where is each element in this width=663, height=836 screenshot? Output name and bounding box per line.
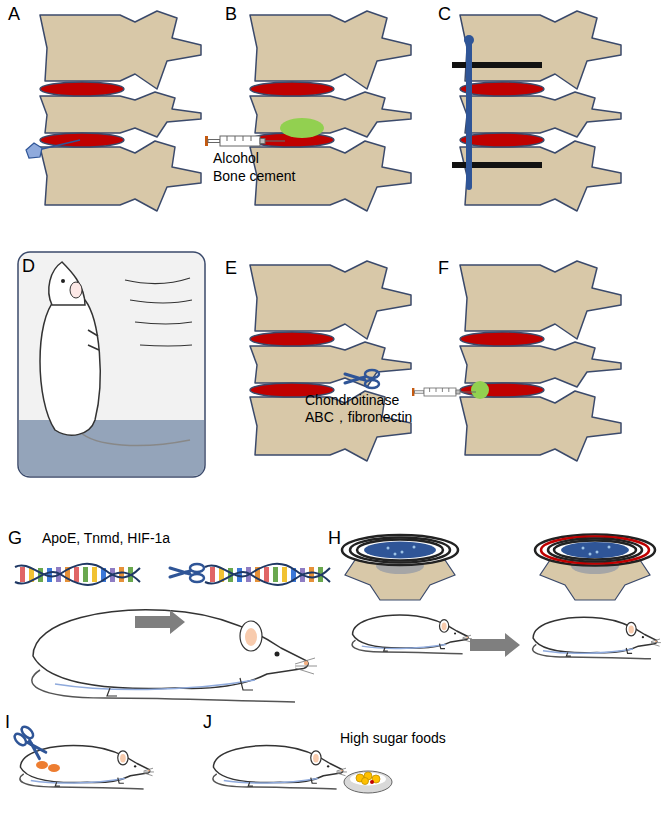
panel-h-art xyxy=(401,551,404,554)
fixation-screw xyxy=(452,62,542,68)
panel-h-art xyxy=(589,553,592,556)
annotation-text: Alcohol xyxy=(213,150,259,167)
ovary xyxy=(36,761,48,769)
panel-g-art xyxy=(170,564,204,582)
panel-letter: I xyxy=(5,712,10,734)
panel-h-art xyxy=(554,541,636,560)
panel-e-art xyxy=(250,261,411,461)
panel-h-art xyxy=(394,553,397,556)
food-bowl xyxy=(344,771,392,793)
panel-a-art xyxy=(26,11,201,211)
panel-h-art xyxy=(596,551,599,554)
panel-i-art xyxy=(20,746,154,789)
panel-j-art xyxy=(350,773,386,786)
panel-h-art xyxy=(387,547,390,550)
panel-h-art xyxy=(357,540,443,561)
panel-b-art xyxy=(205,136,285,146)
panel-letter: F xyxy=(438,258,449,280)
panel-letter: H xyxy=(328,528,341,550)
panel-g-art xyxy=(205,564,330,585)
panel-f-art xyxy=(460,261,621,461)
disc-rings xyxy=(342,535,458,565)
panel-letter: A xyxy=(8,4,20,26)
panel-h-art xyxy=(548,539,642,562)
rat xyxy=(40,300,100,435)
panel-h-art xyxy=(533,617,661,658)
panel-h-art xyxy=(582,547,585,550)
panel-letter: J xyxy=(203,712,212,734)
panel-j-art xyxy=(213,746,347,789)
injected-material xyxy=(471,381,489,399)
panel-a-art xyxy=(38,140,80,150)
panel-letter: D xyxy=(22,256,35,278)
nucleus xyxy=(561,542,629,558)
water xyxy=(19,420,204,476)
panel-g-art xyxy=(15,564,330,702)
panel-i-art xyxy=(13,725,50,762)
fixation-screw xyxy=(452,162,542,168)
motion-lines xyxy=(125,278,192,346)
panel-f-art xyxy=(412,388,476,396)
annotation-text: Chondroitinase ABC，fibronectin xyxy=(305,392,430,426)
annotation-text: ApoE, Tnmd, HIF-1a xyxy=(42,530,170,547)
ovary xyxy=(48,764,60,772)
annotation-text: Bone cement xyxy=(213,168,296,185)
panel-d-art xyxy=(80,432,190,446)
disc-rings xyxy=(535,535,655,566)
nucleus xyxy=(364,542,436,559)
panel-letter: B xyxy=(225,4,237,26)
panel-letter: E xyxy=(225,258,237,280)
annotation-text: High sugar foods xyxy=(340,730,446,747)
fixation-rod xyxy=(466,40,472,190)
panel-d-art xyxy=(88,330,99,350)
panel-h-art xyxy=(413,546,416,549)
panel-b-art xyxy=(205,11,411,211)
panel-d-art xyxy=(18,252,205,477)
panel-f-art xyxy=(412,261,621,461)
panel-g-art xyxy=(32,610,317,702)
panel-j-art xyxy=(370,780,374,784)
panel-h-art xyxy=(608,546,611,549)
panel-a-art xyxy=(40,11,201,211)
panel-h-art xyxy=(342,535,661,659)
panel-letter: C xyxy=(438,4,451,26)
panel-letter: G xyxy=(8,528,22,550)
water-cylinder xyxy=(18,252,205,477)
panel-h-art xyxy=(352,615,472,654)
injected-material xyxy=(280,118,324,138)
panel-d-art xyxy=(70,282,82,298)
panel-c-art xyxy=(460,11,621,211)
panel-d-art xyxy=(49,262,85,305)
panel-c-art xyxy=(464,35,474,45)
panel-d-art xyxy=(61,279,65,283)
panel-i-art xyxy=(13,725,154,789)
panel-j-art xyxy=(213,746,392,793)
panel-e-art xyxy=(345,370,379,388)
panel-g-art xyxy=(15,564,140,585)
panel-g-art xyxy=(135,610,185,634)
panel-h-art xyxy=(470,633,520,657)
panel-h-art xyxy=(541,537,649,564)
panel-j-art xyxy=(362,778,369,785)
panel-c-art xyxy=(452,11,621,211)
panel-h-art xyxy=(350,538,450,563)
panel-e-art xyxy=(250,261,411,461)
puncture-needle xyxy=(26,143,42,158)
